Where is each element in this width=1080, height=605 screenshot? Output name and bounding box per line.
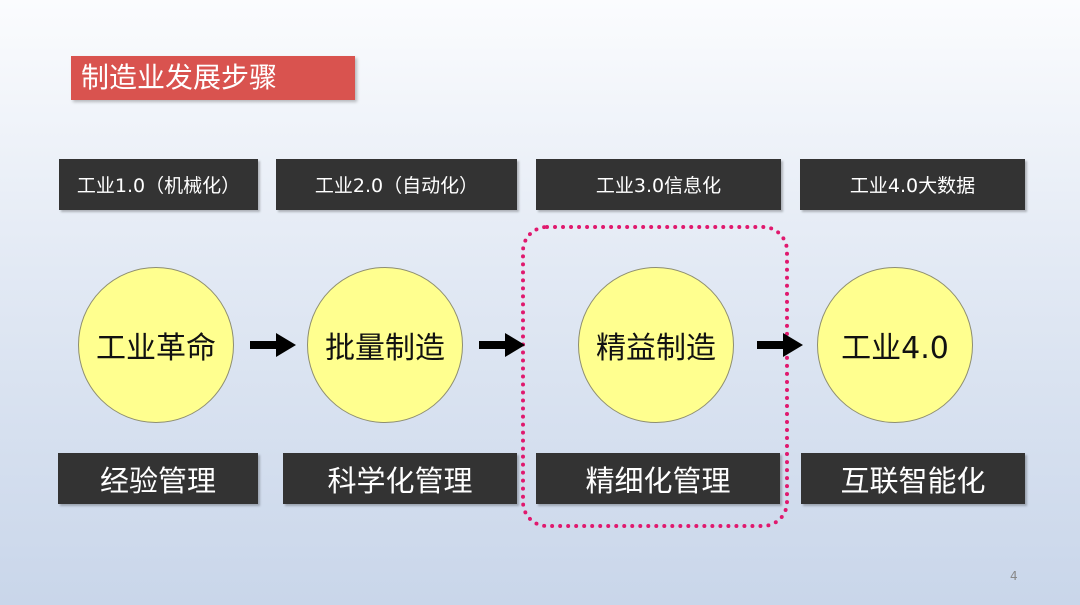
- arrow-icon: [479, 333, 525, 357]
- management-box-3: 精细化管理: [536, 453, 780, 504]
- phase-box-1: 工业1.0（机械化）: [59, 159, 258, 210]
- slide-title: 制造业发展步骤: [71, 56, 355, 100]
- management-box-2: 科学化管理: [283, 453, 517, 504]
- arrow-icon: [757, 333, 803, 357]
- stage-circle-4: 工业4.0: [817, 267, 973, 423]
- management-box-4: 互联智能化: [801, 453, 1025, 504]
- stage-circle-2: 批量制造: [307, 267, 463, 423]
- highlight-frame: [521, 225, 789, 528]
- page-number: 4: [1010, 569, 1018, 583]
- phase-box-2: 工业2.0（自动化）: [276, 159, 517, 210]
- stage-circle-1: 工业革命: [78, 267, 234, 423]
- phase-box-4: 工业4.0大数据: [800, 159, 1025, 210]
- phase-box-3: 工业3.0信息化: [536, 159, 781, 210]
- stage-circle-3: 精益制造: [578, 267, 734, 423]
- management-box-1: 经验管理: [58, 453, 258, 504]
- arrow-icon: [250, 333, 296, 357]
